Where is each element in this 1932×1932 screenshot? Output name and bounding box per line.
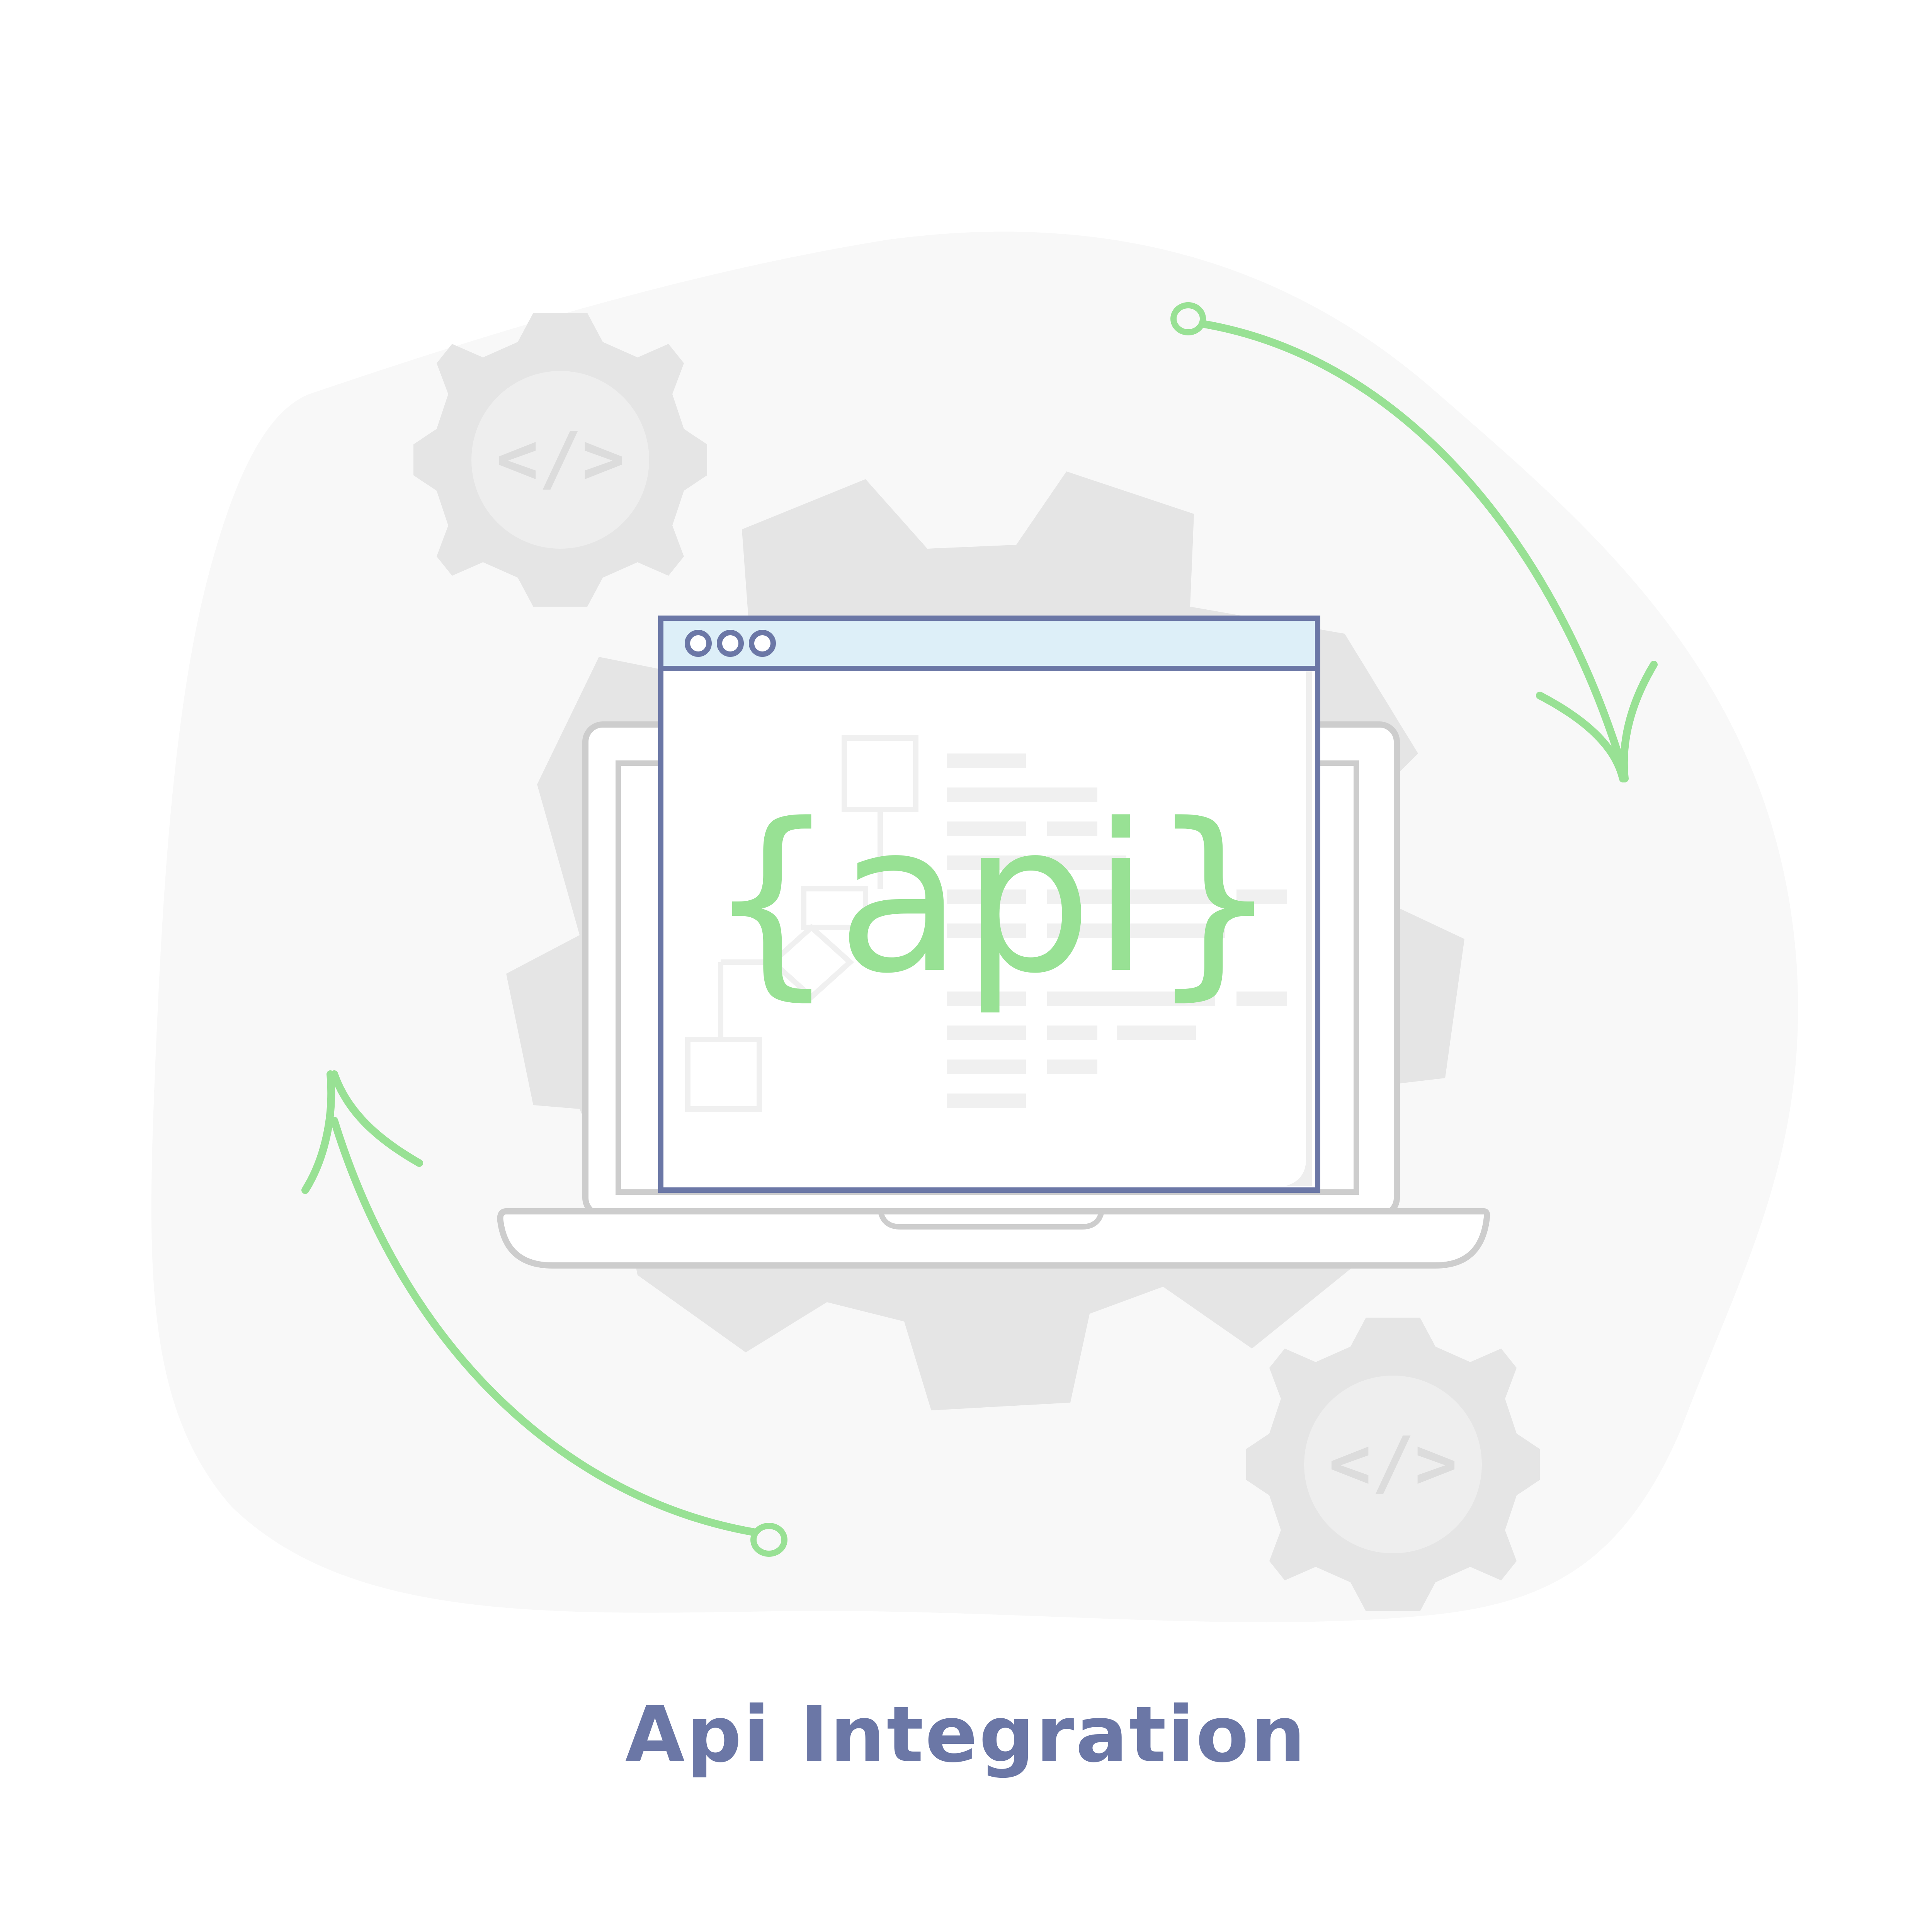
laptop-notch: [878, 1212, 1104, 1230]
code-glyph-bottom-right: </>: [1328, 1421, 1458, 1505]
gear-code-icon-bottom-right: [1246, 1318, 1540, 1611]
code-glyph-top-left: </>: [496, 417, 625, 500]
window-dot-3[interactable]: [749, 630, 776, 657]
gear-hole: [471, 371, 649, 549]
caption-title: Api Integration: [625, 1690, 1307, 1780]
window-dot-1[interactable]: [685, 630, 712, 657]
gear-hole: [1304, 1376, 1482, 1553]
gear-code-icon-top-left: [413, 313, 707, 607]
api-label: {api}: [707, 780, 1280, 1018]
window-dot-2[interactable]: [717, 630, 744, 657]
curved-arrow-icon-bottom-left: [301, 1070, 787, 1557]
flowchart-diagram: [685, 735, 918, 1112]
browser-window-icon: {api}: [658, 616, 1320, 1193]
code-lines: [947, 753, 1287, 1108]
laptop-base: [497, 1208, 1490, 1269]
window-shadow: [1285, 626, 1312, 1186]
curved-arrow-icon-top-right: [1170, 302, 1658, 782]
